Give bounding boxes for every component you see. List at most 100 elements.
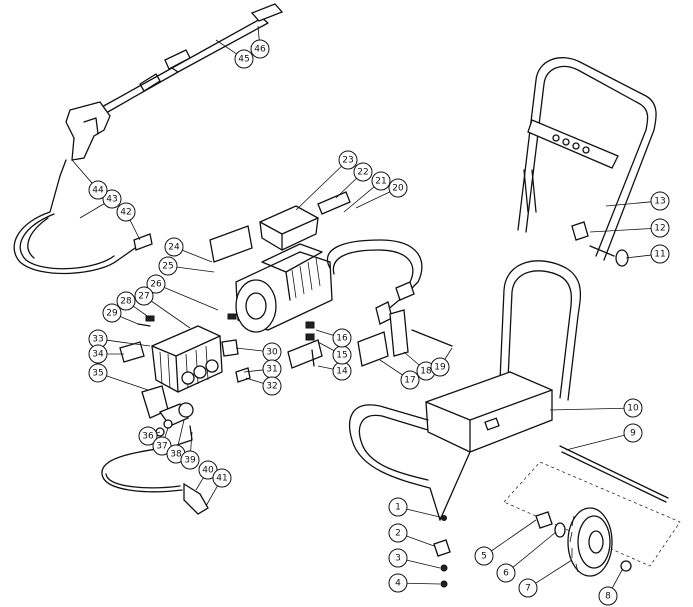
spray-gun-part: [59, 101, 111, 177]
callout-leader-line: [406, 582, 441, 585]
callout-28: 28: [116, 291, 151, 319]
callout-bubble: [102, 303, 122, 323]
callout-leader-line: [151, 300, 191, 329]
callout-12: 12: [589, 218, 670, 238]
callout-35: 35: [88, 363, 149, 391]
callout-number: 18: [420, 367, 432, 377]
unloader-valve-part: [141, 385, 194, 437]
callout-number: 13: [654, 197, 665, 207]
callout-43: 43: [79, 189, 122, 219]
handle-part: [517, 57, 657, 261]
callout-leader-line: [156, 431, 161, 434]
callout-16: 16: [315, 328, 352, 348]
callout-36: 36: [138, 426, 161, 446]
wheel-hardware-part: [535, 511, 632, 572]
callout-6: 6: [496, 531, 557, 583]
label-cards-part: [357, 309, 453, 367]
callout-leader-line: [565, 434, 625, 451]
callout-number: 23: [342, 156, 353, 166]
callout-number: 37: [156, 442, 167, 452]
callout-leader-line: [335, 177, 357, 199]
callout-number: 30: [266, 348, 278, 358]
callout-number: 45: [238, 55, 249, 65]
callout-19: 19: [430, 347, 453, 377]
callout-leader-line: [317, 341, 335, 352]
callout-5: 5: [474, 519, 537, 566]
callout-9: 9: [565, 423, 643, 451]
callout-leader-line: [605, 201, 652, 207]
switch-box-part: [259, 205, 319, 251]
callout-bubble: [146, 274, 166, 294]
callout-42: 42: [116, 202, 141, 241]
callout-bubble: [88, 180, 108, 200]
callout-leader-line: [235, 347, 264, 352]
callout-number: 9: [630, 429, 636, 439]
callout-29: 29: [102, 303, 139, 325]
callout-leader-line: [129, 219, 141, 241]
callout-17: 17: [379, 359, 420, 390]
callout-number: 41: [216, 474, 227, 484]
callout-21: 21: [343, 171, 391, 213]
callout-30: 30: [235, 342, 282, 362]
callout-number: 42: [120, 208, 131, 218]
callout-number: 12: [654, 224, 665, 234]
callout-bubble: [623, 423, 643, 443]
callout-bubble: [496, 563, 516, 583]
callout-13: 13: [605, 191, 670, 211]
callout-number: 11: [654, 250, 665, 260]
callout-number: 10: [627, 404, 639, 414]
callout-number: 31: [266, 365, 277, 375]
callout-leader-line: [512, 531, 557, 568]
callout-number: 19: [434, 363, 446, 373]
callout-bubble: [116, 202, 136, 222]
callout-number: 7: [525, 584, 531, 594]
power-cord-part: [326, 239, 423, 325]
callout-bubble: [598, 586, 618, 606]
callout-leader-line: [625, 254, 652, 259]
callout-45: 45: [215, 39, 254, 69]
callout-number: 26: [150, 280, 162, 290]
callout-number: 44: [92, 186, 104, 196]
callout-number: 17: [404, 376, 415, 386]
motor-part: [235, 243, 333, 333]
callout-number: 14: [336, 367, 348, 377]
callout-bubble: [262, 376, 282, 396]
frame-part: [349, 260, 582, 521]
callout-leader-line: [611, 569, 623, 589]
decal-part: [209, 191, 351, 369]
callout-bubble: [650, 191, 670, 211]
callout-number: 5: [481, 552, 487, 562]
callout-leader-line: [176, 266, 215, 273]
callout-bubble: [518, 578, 538, 598]
callout-bubble: [88, 344, 108, 364]
callout-10: 10: [549, 398, 643, 418]
callout-bubble: [400, 370, 420, 390]
callout-leader-line: [403, 351, 420, 366]
callout-leader-line: [71, 159, 93, 184]
callout-number: 4: [395, 579, 401, 589]
callout-number: 20: [392, 184, 404, 194]
callout-leader-line: [406, 559, 441, 569]
callout-leader-line: [491, 519, 537, 552]
callout-number: 46: [254, 45, 266, 55]
callout-bubble: [371, 171, 391, 191]
callout-38: 38: [166, 419, 186, 464]
callout-leader-line: [177, 419, 185, 446]
callout-bubble: [164, 237, 184, 257]
callout-2: 2: [388, 523, 435, 547]
callout-leader-line: [120, 316, 139, 325]
callout-number: 36: [142, 432, 154, 442]
axle-part: [559, 445, 669, 503]
callout-bubble: [180, 450, 200, 470]
callout-leader-line: [406, 535, 435, 547]
callout-bubble: [474, 546, 494, 566]
callout-bubble: [88, 363, 108, 383]
callout-number: 6: [503, 569, 509, 579]
callout-bubble: [388, 523, 408, 543]
callout-leader-line: [106, 375, 149, 391]
callout-leader-line: [106, 339, 151, 347]
callout-leader-line: [315, 329, 334, 336]
callout-leader-line: [195, 477, 204, 491]
